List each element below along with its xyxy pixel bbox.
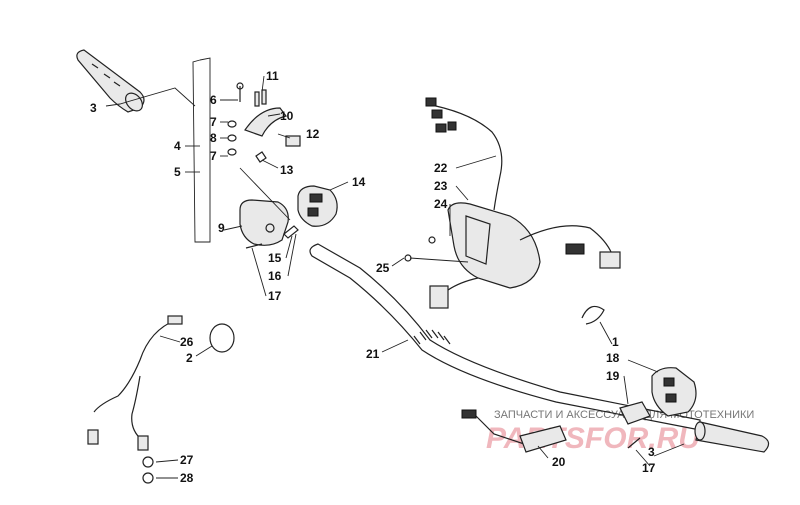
callout-10: 10: [280, 109, 294, 123]
callout-17-right: 17: [642, 461, 656, 475]
callout-18: 18: [606, 351, 620, 365]
callout-12: 12: [306, 127, 320, 141]
callout-3-left-grip: 3: [90, 101, 97, 115]
callout-7-upper: 7: [210, 115, 217, 129]
callout-17-left: 17: [268, 289, 282, 303]
callout-27: 27: [180, 453, 194, 467]
callout-4: 4: [174, 139, 181, 153]
callout-25: 25: [376, 261, 390, 275]
handlebar: [309, 243, 701, 431]
callout-9: 9: [218, 221, 225, 235]
callout-5: 5: [174, 165, 181, 179]
callout-7-lower: 7: [210, 149, 217, 163]
throttle-cable-connector: [461, 409, 567, 453]
callout-23: 23: [434, 179, 448, 193]
callout-24: 24: [434, 197, 448, 211]
throttle-lever-assembly: [227, 82, 301, 163]
callout-2: 2: [186, 351, 193, 365]
callout-21: 21: [366, 347, 380, 361]
callout-14: 14: [352, 175, 366, 189]
callout-15: 15: [268, 251, 282, 265]
callout-16: 16: [268, 269, 282, 283]
callout-11: 11: [266, 69, 279, 83]
callout-13: 13: [280, 163, 294, 177]
callout-6: 6: [210, 93, 217, 107]
callout-22: 22: [434, 161, 448, 175]
right-grip-assembly: [581, 305, 770, 453]
callout-19: 19: [606, 369, 620, 383]
callout-26: 26: [180, 335, 194, 349]
left-switch-housing: [239, 185, 338, 249]
lower-harness: [87, 315, 235, 484]
right-control-housing: [425, 97, 621, 309]
callout-28: 28: [180, 471, 194, 485]
callout-1: 1: [612, 335, 619, 349]
callout-8: 8: [210, 131, 217, 145]
callout-20: 20: [552, 455, 566, 469]
callout-3-right-grip: 3: [648, 445, 655, 459]
left-grip: [76, 49, 145, 113]
